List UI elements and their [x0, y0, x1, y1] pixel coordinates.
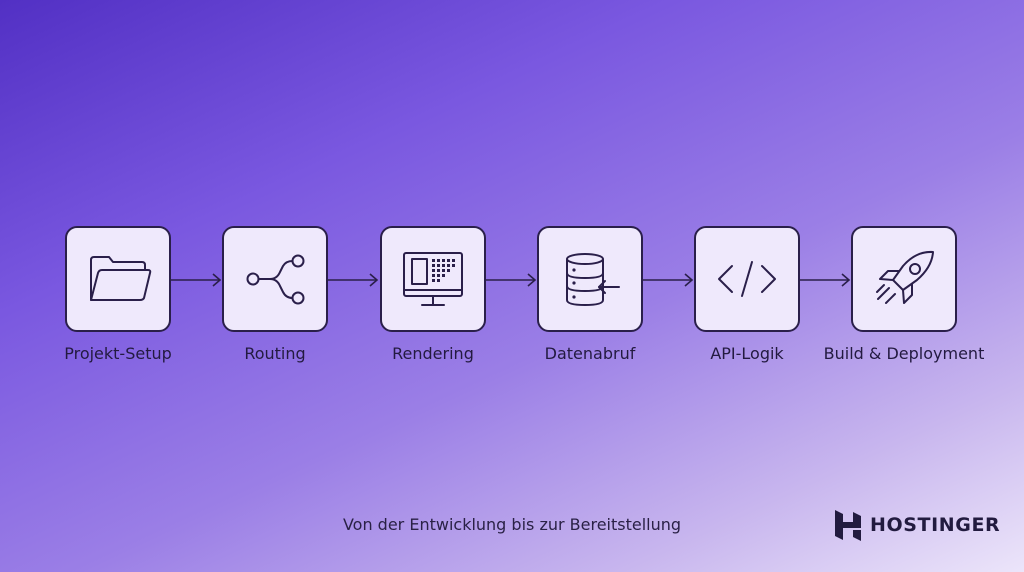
- step-label-rendering: Rendering: [392, 344, 474, 363]
- step-box-rendering: [380, 226, 486, 332]
- branch-icon: [246, 254, 305, 305]
- arrow-connector-2: [328, 273, 379, 287]
- step-box-api-logik: [694, 226, 800, 332]
- step-label-datenabruf: Datenabruf: [544, 344, 636, 363]
- step-label-api-logik: API-Logik: [710, 344, 784, 363]
- step-box-build-deployment: [851, 226, 957, 332]
- brand-name: HOSTINGER: [870, 514, 1001, 536]
- code-icon: [718, 261, 776, 297]
- rocket-icon: [876, 250, 934, 304]
- diagram-caption: Von der Entwicklung bis zur Bereitstellu…: [342, 515, 682, 534]
- hostinger-logo-icon: [835, 510, 861, 541]
- arrow-connector-5: [800, 273, 851, 287]
- step-box-routing: [222, 226, 328, 332]
- step-box-datenabruf: [537, 226, 643, 332]
- monitor-icon: [403, 252, 463, 306]
- arrow-connector-1: [171, 273, 222, 287]
- step-label-projekt-setup: Projekt-Setup: [64, 344, 172, 363]
- arrow-connector-4: [643, 273, 694, 287]
- step-label-routing: Routing: [244, 344, 306, 363]
- arrow-connector-3: [486, 273, 537, 287]
- step-label-build-deployment: Build & Deployment: [823, 344, 985, 363]
- step-box-projekt-setup: [65, 226, 171, 332]
- database-icon: [566, 253, 620, 306]
- folder-icon: [90, 256, 152, 301]
